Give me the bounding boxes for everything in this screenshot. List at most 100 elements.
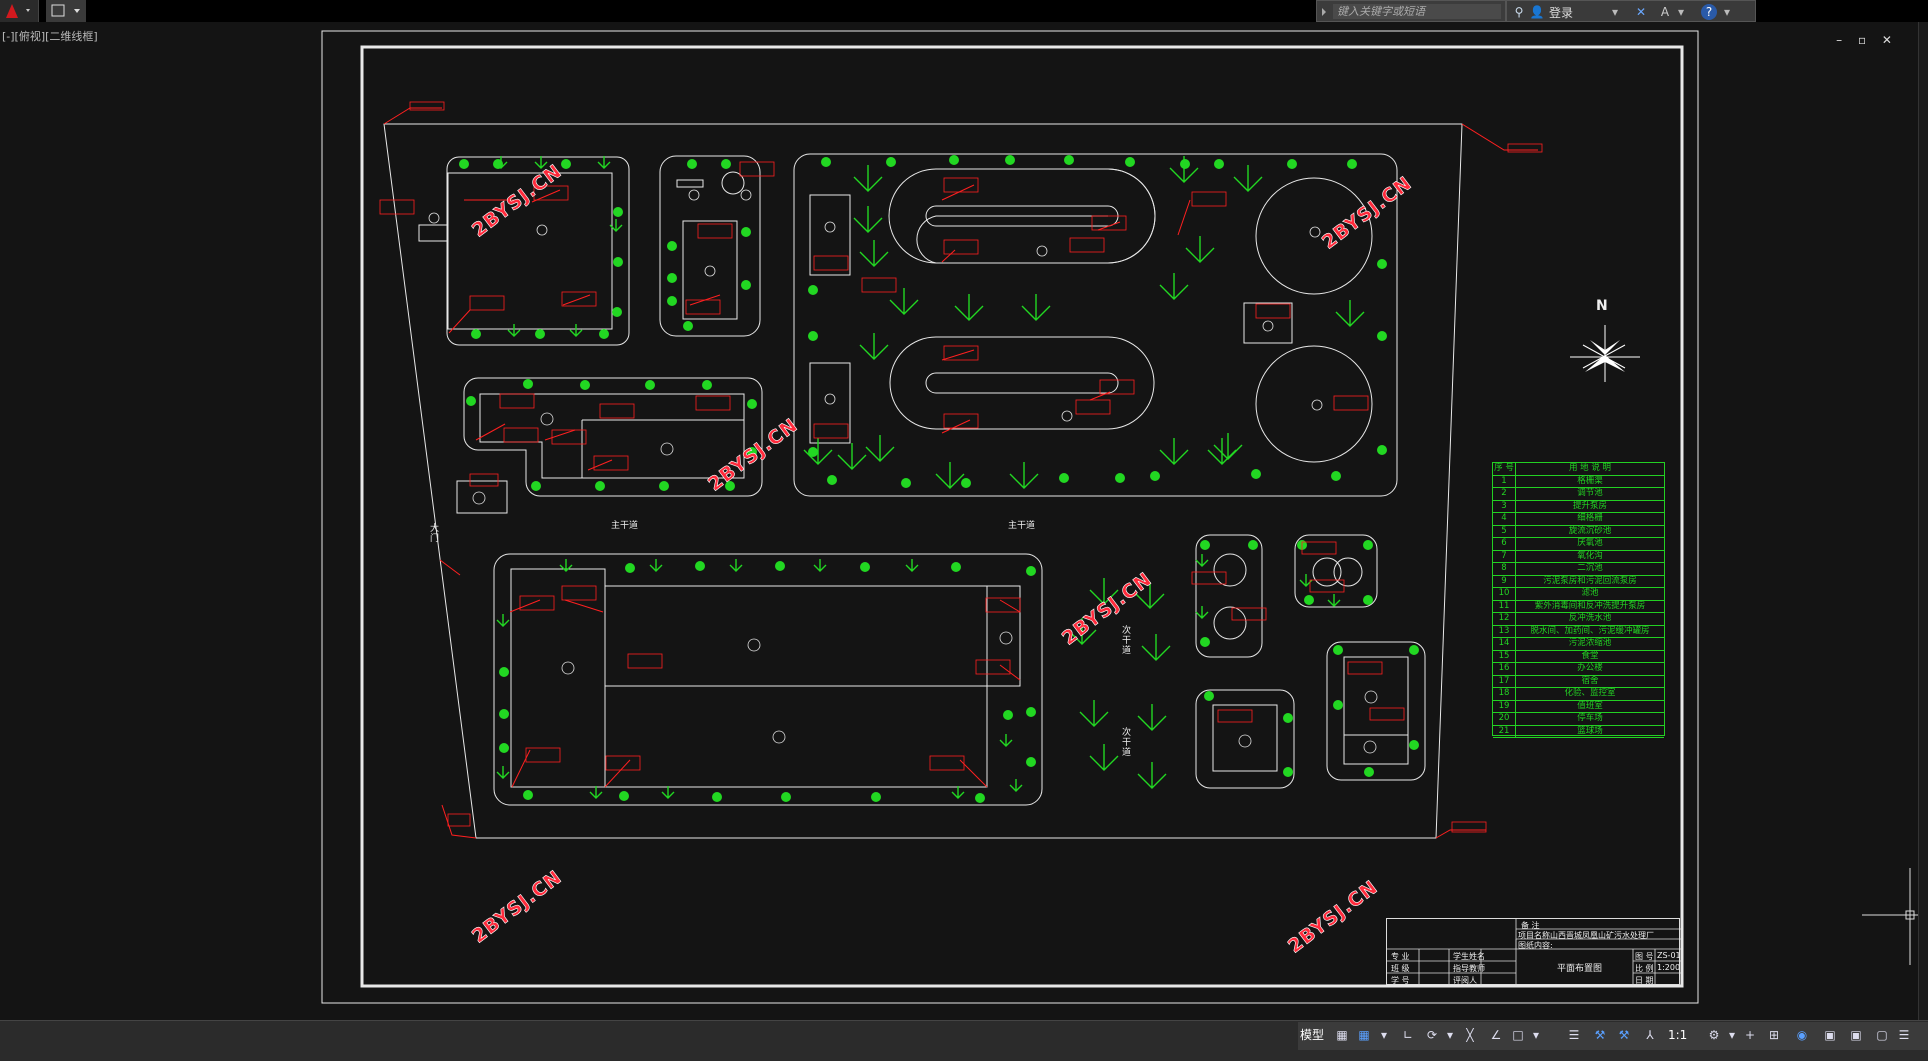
snap-icon[interactable]: ▦ (1358, 1028, 1370, 1042)
clean-screen-icon[interactable]: ▣ (1850, 1028, 1862, 1042)
site-boundary (383, 123, 1463, 839)
polar-tracking-icon[interactable]: ⟳ (1426, 1028, 1438, 1042)
legend-row-name: 旋流沉砂池 (1568, 525, 1612, 536)
user-icon: 👤 (1529, 5, 1545, 19)
exchange-apps-icon[interactable]: ✕ (1635, 5, 1647, 19)
area-15-18 (493, 553, 1043, 806)
trees (459, 155, 1419, 803)
north-arrow-icon (1570, 325, 1640, 382)
legend-row-no: 9 (1493, 575, 1516, 587)
auto-scale-icon[interactable]: ⚒ (1618, 1028, 1630, 1042)
date-label: 日 期 (1635, 976, 1654, 985)
customization-menu-icon[interactable]: ☰ (1898, 1028, 1910, 1042)
chevron-down-icon[interactable]: ▾ (1380, 1028, 1388, 1042)
search-input[interactable] (1333, 4, 1501, 19)
annotation-scale-icon[interactable]: ⅄ (1646, 1028, 1654, 1042)
object-snap-icon[interactable]: □ (1512, 1028, 1524, 1042)
units-icon[interactable]: ⊞ (1768, 1028, 1780, 1042)
legend-row-no: 17 (1493, 675, 1516, 687)
sheet-inner-frame (360, 45, 1684, 988)
drawing-content-value: 平面布置图 (1557, 964, 1603, 974)
scale-value: 1:200 (1657, 963, 1681, 972)
legend-row-no: 18 (1493, 688, 1516, 700)
application-menu-button[interactable] (0, 0, 39, 22)
legend-row-no: 13 (1493, 625, 1516, 637)
help-search-box[interactable] (1316, 0, 1506, 22)
legend-row-name: 二沉池 (1577, 563, 1603, 573)
legend-row-name: 篮球场 (1577, 725, 1603, 736)
chevron-down-icon[interactable]: ▾ (1611, 5, 1619, 19)
legend-row-no: 10 (1493, 588, 1516, 600)
project-name-value: 山西晋城凤凰山矿污水处理厂 (1550, 931, 1654, 940)
ortho-icon[interactable]: ∟ (1402, 1028, 1414, 1042)
hardware-acceleration-icon[interactable]: ▣ (1824, 1028, 1836, 1042)
chevron-down-icon[interactable]: ▾ (1723, 5, 1731, 19)
model-space-button[interactable]: 模型 (1300, 1028, 1325, 1042)
chevron-down-icon[interactable]: ▾ (1677, 5, 1685, 19)
legend-row-name: 化验、监控室 (1564, 688, 1616, 698)
drawing-canvas[interactable] (0, 22, 1918, 1020)
legend-row-no: 3 (1493, 500, 1516, 512)
legend-row-name: 办公楼 (1577, 663, 1603, 673)
window-controls[interactable]: – ▫ ✕ (1836, 33, 1898, 47)
quick-access-toolbar[interactable] (46, 0, 86, 22)
legend-header-name: 用 地 说 明 (1568, 463, 1612, 473)
a360-icon[interactable]: A (1660, 5, 1670, 19)
student-name-label: 学生姓名 (1453, 952, 1485, 961)
legend-row-no: 4 (1493, 513, 1516, 525)
chevron-down-icon[interactable]: ▾ (1446, 1028, 1454, 1042)
drawing-no-label: 图 号 (1635, 952, 1654, 961)
chevron-down-icon[interactable]: ▾ (1532, 1028, 1540, 1042)
legend-row-name: 细格栅 (1577, 513, 1603, 523)
fullscreen-icon[interactable]: ▢ (1876, 1028, 1888, 1042)
workspace-icon (51, 4, 80, 17)
legend-row: 12 反冲洗水池 (1493, 613, 1664, 626)
area-13 (1195, 689, 1295, 789)
legend-row-no: 12 (1493, 613, 1516, 625)
legend-row-no: 21 (1493, 725, 1516, 737)
legend-row-no: 15 (1493, 650, 1516, 662)
gate-label: 大门 (430, 524, 440, 544)
sheet-outer-frame (321, 30, 1699, 1004)
workspace-gear-icon[interactable]: ⚙ (1708, 1028, 1720, 1042)
title-block: 备 注 项目名称 山西晋城凤凰山矿污水处理厂 图纸内容: 平面布置图 专 业 班… (1386, 918, 1681, 986)
vertical-scrollbar[interactable] (1918, 22, 1928, 1022)
autocad-logo-icon (6, 4, 30, 18)
legend-row-name: 调节池 (1577, 488, 1603, 498)
legend-row-name: 反冲洗水池 (1568, 613, 1612, 623)
legend-row-name: 宿舍 (1581, 675, 1599, 686)
lineweight-icon[interactable]: ☰ (1568, 1028, 1580, 1042)
legend-row: 17 宿舍 (1493, 675, 1664, 688)
search-binoculars-icon[interactable]: ⚲ (1514, 5, 1524, 19)
legend-row-no: 11 (1493, 600, 1516, 612)
annotation-scale-value[interactable]: 1:1 (1668, 1028, 1688, 1042)
legend-row-no: 7 (1493, 550, 1516, 562)
drawing-no-value: ZS-01 (1657, 951, 1681, 960)
legend-row-name: 污泥泵房和污泥回流泵房 (1543, 575, 1637, 586)
legend-row-name: 值班室 (1577, 700, 1603, 711)
object-snap-tracking-icon[interactable]: ∠ (1490, 1028, 1502, 1042)
isolate-objects-icon[interactable]: ◉ (1796, 1028, 1808, 1042)
viewport-controls-label[interactable]: [-][俯视][二维线框] (2, 30, 98, 43)
reviewer-label: 评阅人 (1453, 976, 1477, 985)
legend-row-no: 14 (1493, 638, 1516, 650)
help-icon[interactable]: ? (1701, 4, 1717, 20)
area-11-12 (1326, 641, 1426, 781)
infocenter-toolbar: ⚲ 👤 登录 ▾ ✕ A ▾ ? ▾ (1506, 0, 1756, 22)
annotation-visibility-icon[interactable]: ⚒ (1594, 1028, 1606, 1042)
isodraft-icon[interactable]: ╳ (1466, 1028, 1474, 1042)
chevron-down-icon[interactable]: ▾ (1728, 1028, 1736, 1042)
crosshair-cursor-icon (1862, 868, 1918, 965)
grid-icon[interactable]: ▦ (1336, 1028, 1348, 1042)
annotation-monitor-icon[interactable]: + (1744, 1028, 1756, 1042)
login-button[interactable]: 登录 (1549, 6, 1574, 20)
